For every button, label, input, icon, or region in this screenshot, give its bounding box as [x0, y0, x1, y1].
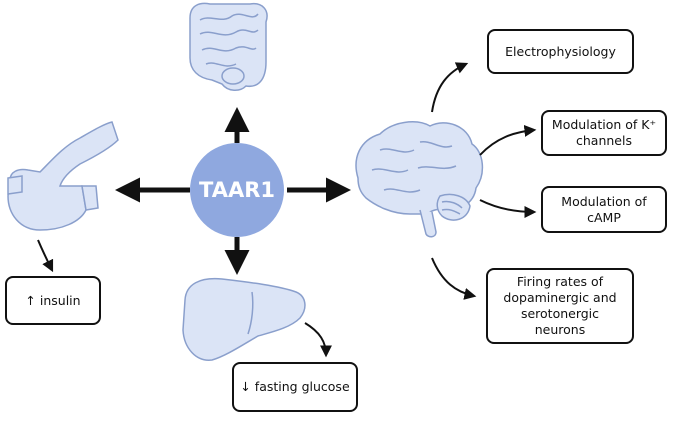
- taar1-label: TAAR1: [199, 178, 275, 202]
- insulin-box: ↑ insulin: [5, 276, 101, 325]
- electrophysiology-label: Electrophysiology: [505, 43, 616, 59]
- main-arrows: [115, 107, 351, 275]
- arrow-to-k-channels: [479, 124, 537, 156]
- fasting-glucose-box: ↓ fasting glucose: [232, 362, 358, 412]
- arrow-to-camp: [479, 199, 537, 218]
- pancreas-icon: [7, 121, 119, 231]
- taar1-node: TAAR1: [190, 143, 284, 237]
- insulin-label: ↑ insulin: [25, 292, 81, 308]
- brain-icon: [355, 121, 484, 238]
- camp-box: Modulation of cAMP: [541, 186, 667, 233]
- k-channels-box: Modulation of K⁺ channels: [541, 110, 667, 156]
- camp-label: Modulation of cAMP: [561, 193, 647, 225]
- arrow-pancreas-to-insulin: [37, 239, 54, 273]
- arrow-to-firing-rates: [431, 257, 477, 300]
- liver-icon: [182, 277, 306, 361]
- firing-rates-label: Firing rates of dopaminergic and seroton…: [503, 274, 617, 337]
- arrow-liver-to-glucose: [304, 322, 332, 358]
- curved-arrows: [37, 62, 537, 358]
- intestine-icon: [189, 2, 268, 91]
- firing-rates-box: Firing rates of dopaminergic and seroton…: [486, 268, 634, 344]
- arrow-to-electrophysiology: [431, 62, 469, 113]
- fasting-glucose-label: ↓ fasting glucose: [240, 379, 350, 394]
- k-channels-label: Modulation of K⁺ channels: [551, 117, 657, 148]
- electrophysiology-box: Electrophysiology: [487, 29, 634, 74]
